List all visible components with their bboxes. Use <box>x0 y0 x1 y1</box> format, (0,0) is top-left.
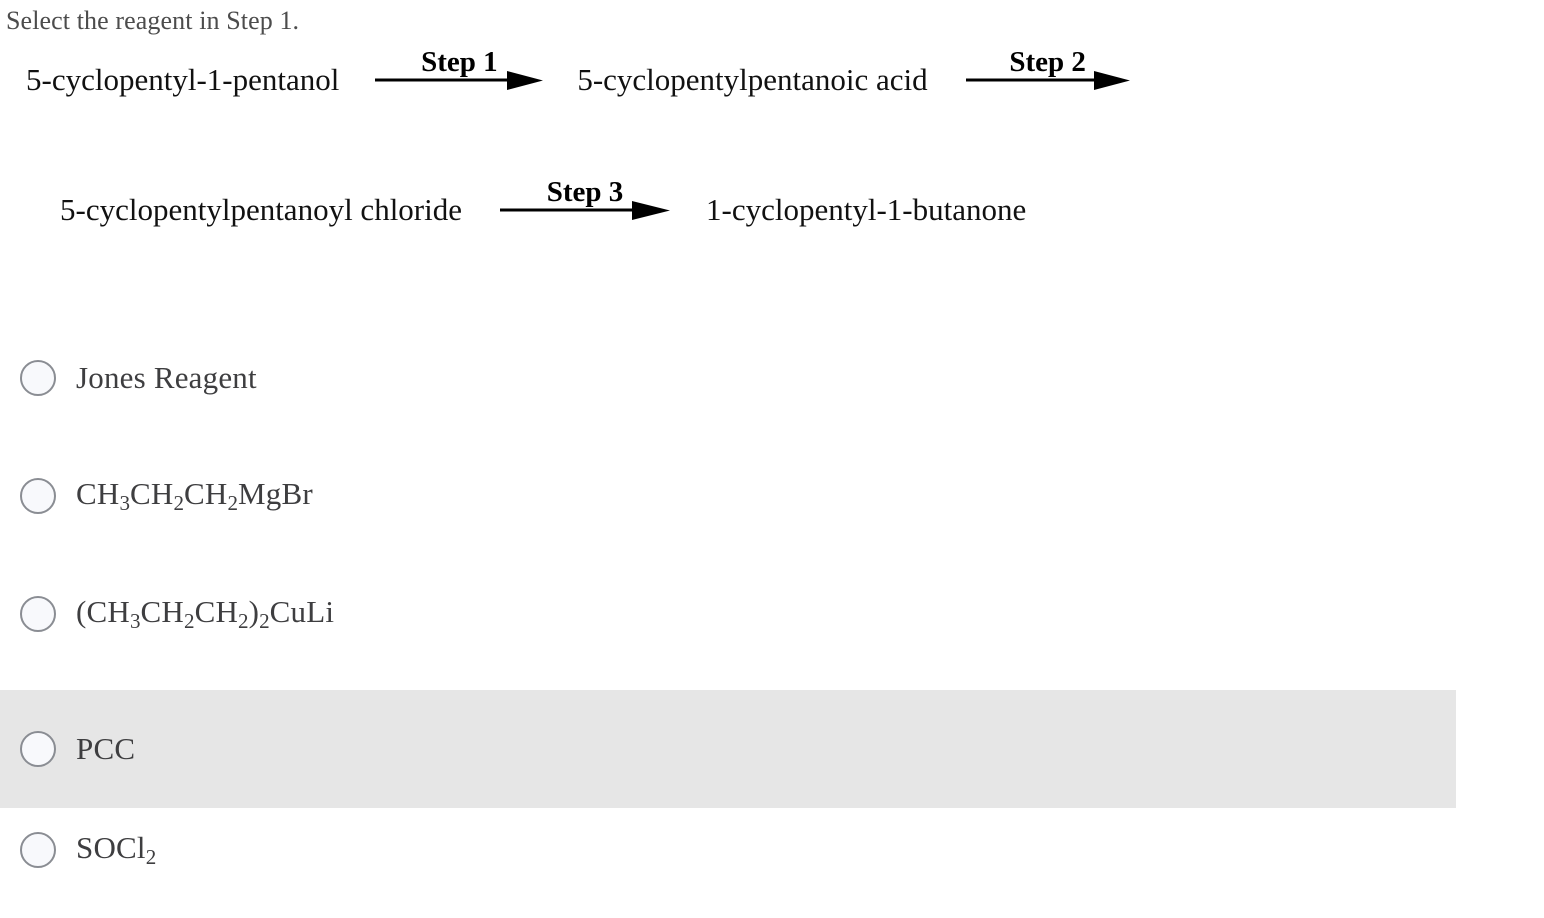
species-middle-row1: 5-cyclopentylpentanoic acid <box>577 62 928 97</box>
reaction-arrow-step-3: Step 3 <box>500 176 671 221</box>
arrow-right-icon <box>500 201 671 220</box>
step-1-label: Step 1 <box>421 46 498 78</box>
option-row-socl2[interactable]: SOCl2 <box>0 808 1544 892</box>
option-label: CH3CH2CH2MgBr <box>76 476 313 515</box>
option-label: (CH3CH2CH2)2CuLi <box>76 594 335 633</box>
option-row-pcc[interactable]: PCC <box>0 690 1456 808</box>
species-start-row1: 5-cyclopentyl-1-pentanol <box>26 62 340 97</box>
option-label: PCC <box>76 731 136 766</box>
reaction-row-2: 5-cyclopentylpentanoyl chloride Step 3 1… <box>60 176 1027 228</box>
option-row-propylmagnesium-bromide[interactable]: CH3CH2CH2MgBr <box>0 454 1544 538</box>
species-end-row2: 1-cyclopentyl-1-butanone <box>706 192 1027 227</box>
arrow-right-icon <box>375 71 544 90</box>
step-2-label: Step 2 <box>1009 46 1086 78</box>
radio-button-icon[interactable] <box>20 832 56 868</box>
radio-button-icon[interactable] <box>20 360 56 396</box>
option-label: Jones Reagent <box>76 360 257 395</box>
option-label: SOCl2 <box>76 830 157 869</box>
option-row-jones-reagent[interactable]: Jones Reagent <box>0 336 1544 420</box>
radio-button-icon[interactable] <box>20 731 56 767</box>
reaction-row-1: 5-cyclopentyl-1-pentanol Step 1 5-cyclop… <box>26 46 1164 98</box>
answer-options-group: Jones Reagent CH3CH2CH2MgBr (CH3CH2CH2)2… <box>0 336 1544 892</box>
option-row-lithium-dipropylcuprate[interactable]: (CH3CH2CH2)2CuLi <box>0 572 1544 656</box>
reaction-arrow-step-1: Step 1 <box>375 46 544 91</box>
step-3-label: Step 3 <box>546 176 624 208</box>
reaction-scheme: 5-cyclopentyl-1-pentanol Step 1 5-cyclop… <box>0 46 1544 312</box>
reaction-arrow-step-2: Step 2 <box>965 46 1130 91</box>
radio-button-icon[interactable] <box>20 596 56 632</box>
radio-button-icon[interactable] <box>20 478 56 514</box>
page-title: Select the reagent in Step 1. <box>6 6 300 35</box>
arrow-right-icon <box>965 71 1130 90</box>
species-start-row2: 5-cyclopentylpentanoyl chloride <box>60 192 463 227</box>
